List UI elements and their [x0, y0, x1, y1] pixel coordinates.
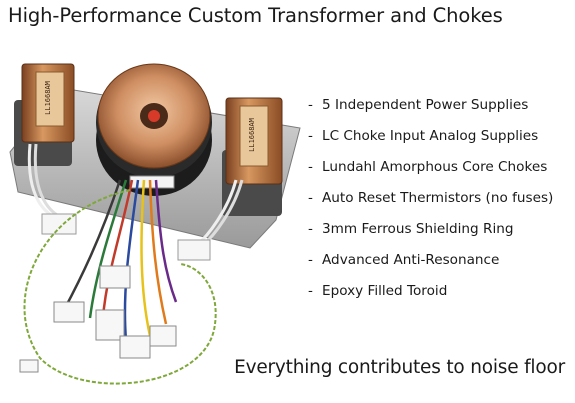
list-item: -Lundahl Amorphous Core Chokes: [308, 159, 548, 175]
feature-list: -5 Independent Power Supplies -LC Choke …: [308, 98, 570, 315]
toroid-transformer: [96, 63, 212, 196]
right-choke: LL1668AM: [222, 97, 283, 216]
page-title: High-Performance Custom Transformer and …: [8, 4, 503, 27]
left-choke-label: LL1668AM: [44, 81, 52, 115]
list-item: -5 Independent Power Supplies: [308, 97, 529, 113]
transformer-photo: LL1668AM LL1668AM: [9, 63, 301, 385]
ground-wire-loop: [23, 189, 217, 385]
list-item: -3mm Ferrous Shielding Ring: [308, 221, 514, 237]
right-choke-label: LL1668AM: [248, 118, 256, 152]
connectors: [19, 265, 177, 373]
list-item: -Epoxy Filled Toroid: [308, 283, 448, 299]
list-item: -Auto Reset Thermistors (no fuses): [308, 190, 554, 206]
footer-caption: Everything contributes to noise floor: [234, 357, 565, 378]
list-item: -LC Choke Input Analog Supplies: [308, 128, 539, 144]
left-choke: LL1668AM: [14, 63, 75, 166]
list-item: -Advanced Anti-Resonance: [308, 252, 500, 268]
